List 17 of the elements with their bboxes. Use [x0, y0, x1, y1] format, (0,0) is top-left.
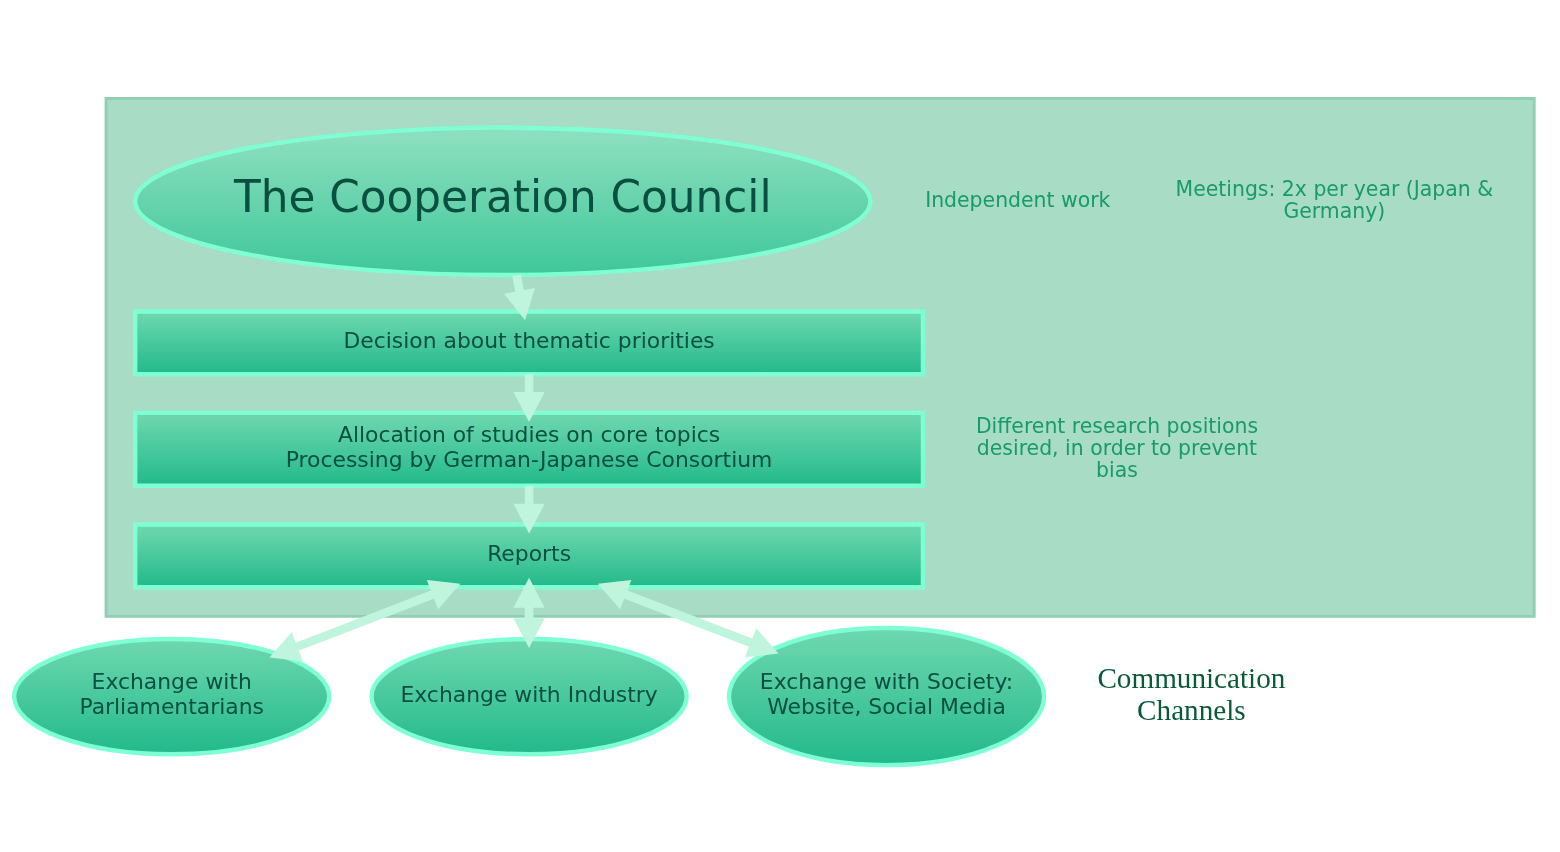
arrow: [597, 579, 779, 658]
arrow: [513, 577, 545, 649]
arrow: [504, 274, 535, 321]
node-label: Different research positions desired, in order to prevent bias: [975, 413, 1259, 482]
arrow: [269, 579, 461, 662]
node-box: Reports: [133, 522, 926, 590]
node-label: Independent work: [925, 187, 1111, 212]
node-box: Decision about thematic priorities: [133, 309, 926, 377]
cluster: [104, 97, 1536, 618]
node-ellipse: Exchange with Industry: [369, 636, 689, 757]
node-box: Allocation of studies on core topics Processing by German-Japanese Consortium: [133, 410, 926, 488]
node-ellipse: The Cooperation Council: [133, 125, 873, 278]
arrow: [513, 374, 545, 422]
node-ellipse: Exchange with Parliamentarians: [11, 636, 332, 757]
node-label: Meetings: 2x per year (Japan & Germany): [1175, 176, 1494, 223]
arrow: [513, 485, 545, 534]
label: Communication Channels: [1097, 661, 1286, 726]
